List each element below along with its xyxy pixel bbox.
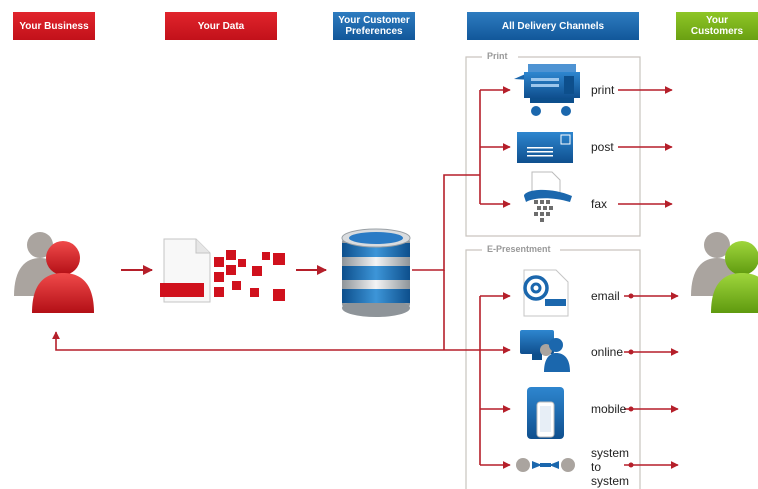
- channel-label-mobile: mobile: [591, 402, 627, 416]
- channel-label-online: online: [591, 345, 624, 359]
- database-icon: [341, 228, 411, 317]
- business-person-icon: [14, 232, 94, 313]
- envelope-icon: [517, 132, 573, 163]
- output-arrow-dots: [628, 293, 634, 468]
- system-to-system-icon: [516, 458, 575, 472]
- email-icon: [523, 269, 569, 317]
- group-label-print: Print: [484, 51, 511, 61]
- customer-person-icon: [691, 232, 758, 313]
- channel-label-post: post: [591, 140, 614, 154]
- online-icon: [520, 330, 570, 372]
- channel-label-email: email: [591, 289, 620, 303]
- header-customer-preferences: Your Customer Preferences: [333, 12, 415, 40]
- header-your-data: Your Data: [165, 12, 277, 40]
- channel-label-fax: fax: [591, 197, 608, 211]
- printer-icon: [514, 64, 580, 116]
- channel-label-print: print: [591, 83, 615, 97]
- print-group-frame: [465, 56, 641, 237]
- fax-icon: [524, 171, 572, 222]
- routing-lines: [52, 86, 511, 469]
- mobile-icon: [527, 387, 564, 439]
- output-arrows: [618, 86, 679, 469]
- header-your-customers: Your Customers: [676, 12, 758, 40]
- header-delivery-channels: All Delivery Channels: [467, 12, 639, 40]
- header-your-business: Your Business: [13, 12, 95, 40]
- channel-label-system: system to system: [591, 446, 630, 488]
- data-document-icon: [160, 238, 285, 303]
- group-label-epresentment: E-Presentment: [484, 244, 554, 254]
